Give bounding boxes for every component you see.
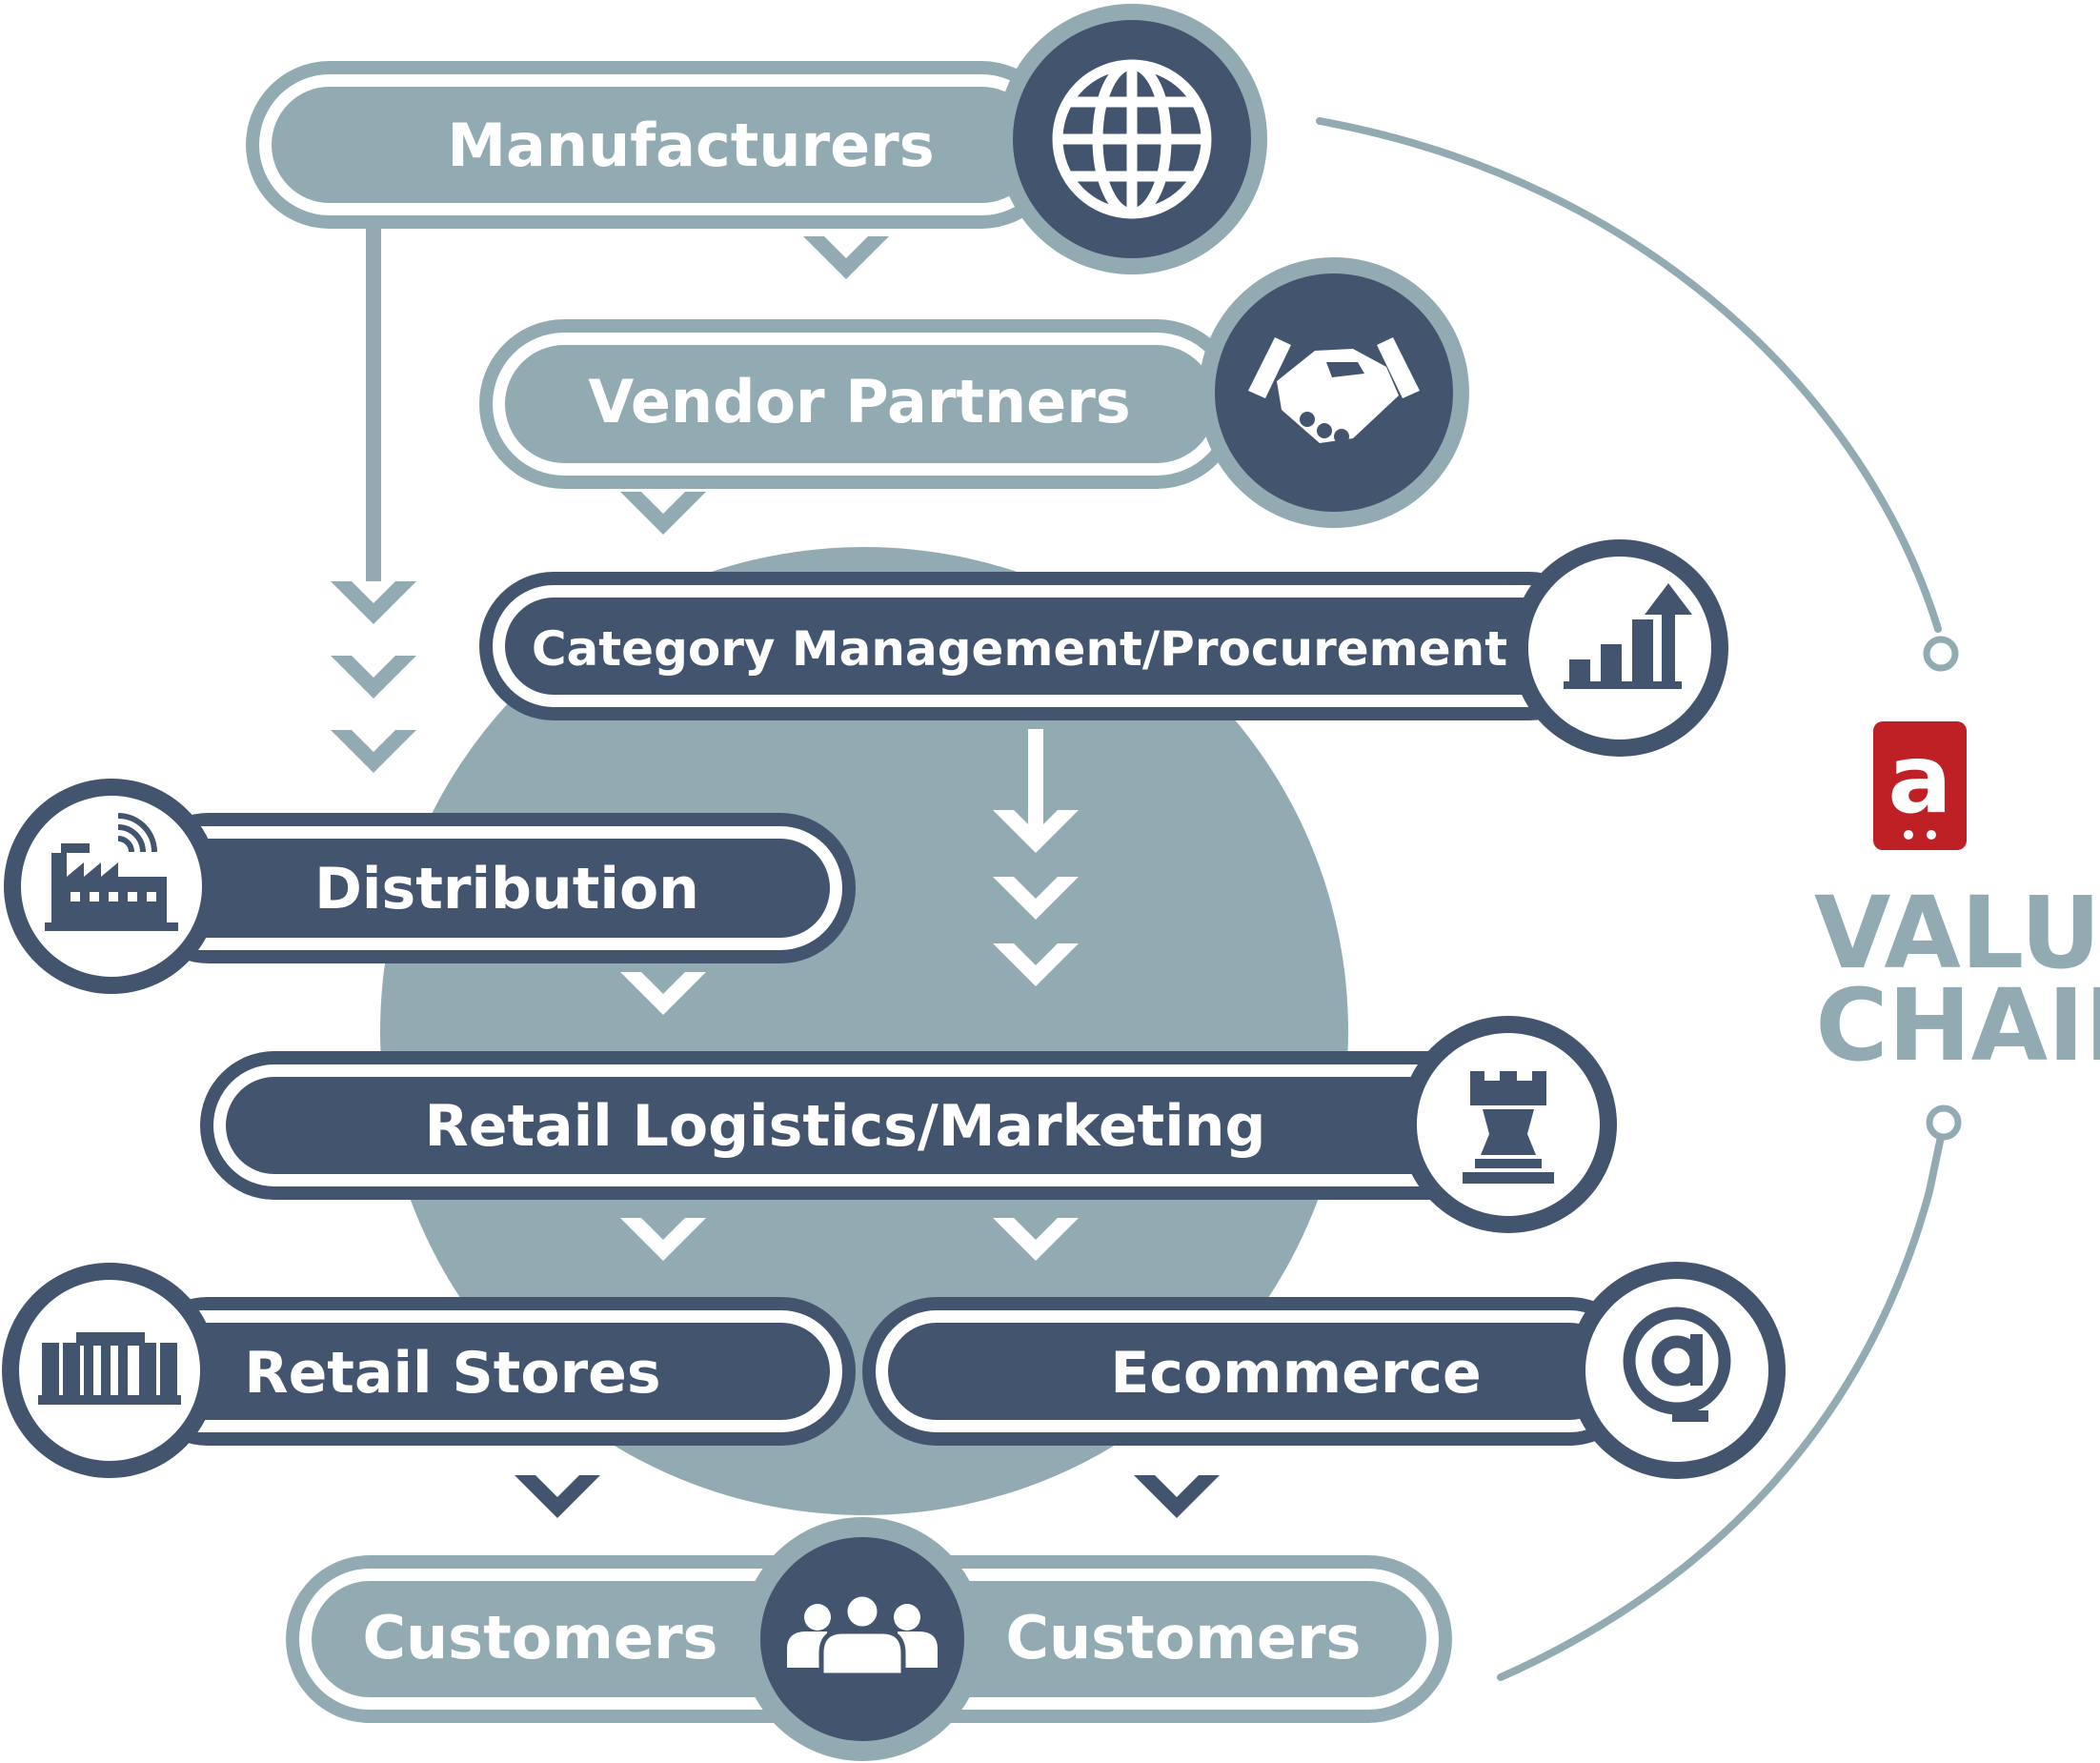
bar-chart-up-icon — [1564, 583, 1692, 689]
arc-end-dot-top — [1923, 636, 1959, 672]
retail-logistics-label: Retail Logistics/Marketing — [425, 1093, 1266, 1160]
cart-wheel-left — [1904, 830, 1913, 840]
arrow-manufacturers-to-vendors — [803, 236, 889, 279]
handshake-icon — [1248, 337, 1420, 444]
manufacturers-label: Manufacturers — [447, 111, 934, 180]
arrow-category-to-logistics-direct — [993, 729, 1079, 986]
direct-flow-line — [366, 229, 381, 581]
at-sign-icon — [1623, 1307, 1731, 1422]
node-retail-logistics: Retail Logistics/Marketing — [200, 1016, 1617, 1233]
distribution-label: Distribution — [314, 856, 699, 922]
arrow-vendors-to-category — [620, 492, 706, 535]
direct-flow-chevrons — [331, 581, 416, 773]
retail-stores-label: Retail Stores — [244, 1340, 660, 1407]
storefront-icon — [38, 1332, 181, 1405]
factory-wifi-icon — [45, 813, 178, 931]
node-manufacturers: Manufacturers — [246, 4, 1267, 274]
vendor-partners-label: Vendor Partners — [588, 367, 1130, 436]
background-circle — [380, 547, 1348, 1515]
ecommerce-label: Ecommerce — [1110, 1340, 1481, 1407]
customers-right-label: Customers — [1006, 1603, 1362, 1672]
cart-wheel-right — [1927, 830, 1936, 840]
arrow-stores-to-customers — [515, 1475, 600, 1518]
node-vendor-partners: Vendor Partners — [479, 257, 1469, 528]
rook-tower-icon — [1463, 1071, 1554, 1184]
value-chain-title-line2: CHAIN — [1815, 967, 2100, 1084]
arc-end-dot-bottom — [1926, 1104, 1962, 1141]
value-chain-title-line1: VALUE — [1814, 875, 2100, 991]
logo-letter: a — [1888, 723, 1951, 835]
node-distribution: Distribution — [4, 779, 856, 994]
node-retail-stores: Retail Stores — [2, 1263, 856, 1478]
brand-logo: a — [1873, 721, 1967, 850]
node-ecommerce: Ecommerce — [862, 1262, 1786, 1479]
category-management-label: Category Management/Procurement — [532, 621, 1507, 677]
arrow-ecommerce-to-customers — [1134, 1475, 1220, 1518]
value-chain-cycle-arc — [1316, 117, 1946, 1681]
customers-left-label: Customers — [363, 1603, 718, 1672]
globe-icon — [1052, 59, 1212, 219]
node-category-management: Category Management/Procurement — [479, 539, 1728, 757]
node-customers: Customers Customers — [286, 1517, 1452, 1761]
people-group-icon — [787, 1591, 938, 1678]
